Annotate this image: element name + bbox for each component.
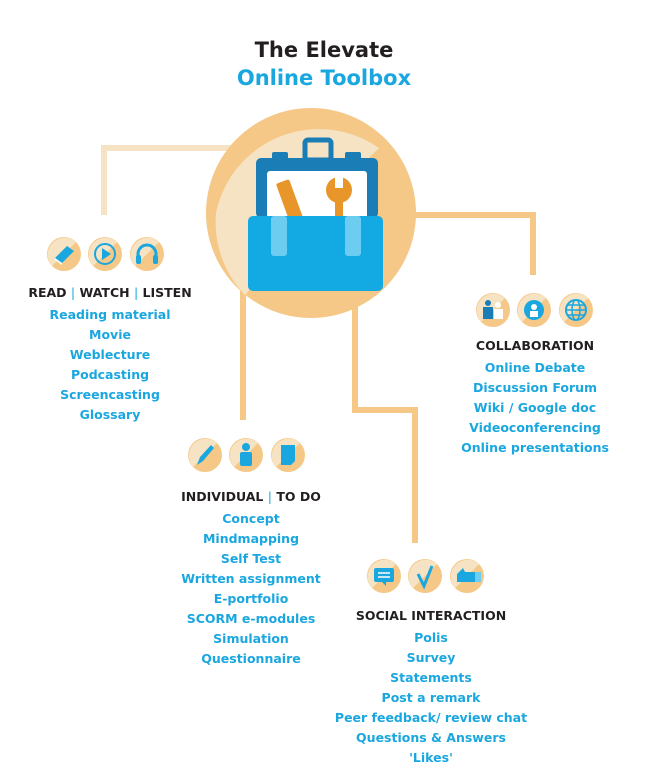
list-item: Weblecture <box>69 347 151 362</box>
list-item: Wiki / Google doc <box>473 400 597 415</box>
list-item: Podcasting <box>70 367 150 382</box>
group-icon <box>476 293 510 327</box>
play-icon <box>88 237 122 271</box>
thumbs-up-icon <box>450 559 484 593</box>
connector-collab <box>400 212 536 275</box>
group-heading: INDIVIDUAL | TO DO <box>181 489 321 504</box>
list-item: Statements <box>390 670 472 685</box>
checkmark-icon <box>408 559 442 593</box>
list-item: Self Test <box>220 551 282 566</box>
list-item: Reading material <box>49 307 171 322</box>
list-item: Questionnaire <box>201 651 301 666</box>
list-item: SCORM e-modules <box>186 611 316 626</box>
person-icon <box>229 438 263 472</box>
list-item: Discussion Forum <box>472 380 598 395</box>
toolbox-icon <box>248 137 383 291</box>
list-item: Online presentations <box>461 440 609 455</box>
book-icon <box>47 237 81 271</box>
list-item: Peer feedback/ review chat <box>334 710 528 725</box>
list-item: Questions & Answers <box>356 730 506 745</box>
list-item: Written assignment <box>181 571 321 586</box>
globe-icon <box>559 293 593 327</box>
list-item: Mindmapping <box>202 531 300 546</box>
list-item: Movie <box>89 327 131 342</box>
list-item: Glossary <box>79 407 141 422</box>
title-line-2: Online Toolbox <box>236 66 412 90</box>
list-item: Polis <box>414 630 448 645</box>
list-item: 'Likes' <box>409 750 453 765</box>
list-item: Screencasting <box>60 387 160 402</box>
list-item: Simulation <box>213 631 289 646</box>
group-heading: COLLABORATION <box>475 338 595 353</box>
list-item: Online Debate <box>484 360 586 375</box>
list-item: E-portfolio <box>213 591 289 606</box>
toolbox-badge <box>206 108 416 318</box>
document-icon <box>271 438 305 472</box>
pencil-icon <box>188 438 222 472</box>
speech-bubble-icon <box>367 559 401 593</box>
person-chat-icon <box>517 293 551 327</box>
list-item: Post a remark <box>381 690 481 705</box>
list-item: Survey <box>406 650 456 665</box>
list-item: Videoconferencing <box>469 420 601 435</box>
group-heading: READ | WATCH | LISTEN <box>28 285 192 300</box>
group-heading: SOCIAL INTERACTION <box>355 608 507 623</box>
headphones-icon <box>130 237 164 271</box>
list-item: Concept <box>222 511 280 526</box>
connector-social <box>352 290 418 543</box>
title-line-1: The Elevate <box>254 38 394 62</box>
